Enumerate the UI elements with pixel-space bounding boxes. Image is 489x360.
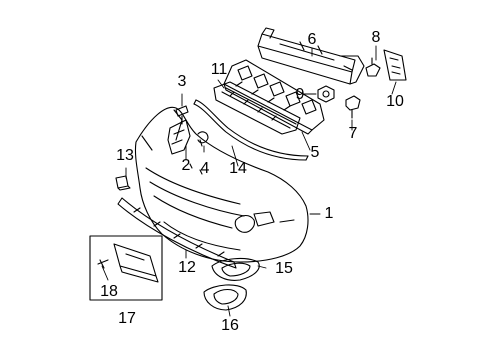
plate-bracket bbox=[113, 243, 159, 283]
bumper-cover bbox=[134, 106, 309, 263]
callout-12: 12 bbox=[178, 259, 196, 276]
energy-absorber bbox=[223, 59, 325, 135]
retainer bbox=[115, 175, 131, 191]
callout-18: 18 bbox=[100, 283, 118, 300]
screw bbox=[175, 105, 189, 125]
callout-9: 9 bbox=[295, 86, 305, 103]
upper-grille bbox=[213, 81, 301, 135]
kit-inset-box bbox=[89, 235, 163, 301]
plate-bracket-screw bbox=[97, 259, 109, 269]
leader-lines bbox=[101, 45, 397, 317]
callout-3: 3 bbox=[177, 73, 187, 90]
callout-4: 4 bbox=[200, 160, 210, 177]
bolt bbox=[345, 95, 361, 119]
callout-11: 11 bbox=[210, 61, 228, 78]
mount-bracket bbox=[383, 49, 407, 81]
callout-5: 5 bbox=[310, 144, 320, 161]
callout-17: 17 bbox=[118, 310, 136, 327]
side-bracket bbox=[167, 119, 191, 155]
lower-air-dam bbox=[117, 197, 237, 269]
callout-8: 8 bbox=[371, 29, 381, 46]
fog-lamp-bezel-lower bbox=[203, 284, 247, 311]
reinforcement-bar bbox=[257, 27, 365, 85]
callout-2: 2 bbox=[181, 157, 191, 174]
nut bbox=[317, 85, 335, 103]
clip bbox=[197, 131, 209, 147]
molding-strip bbox=[193, 99, 309, 161]
callout-13: 13 bbox=[116, 147, 134, 164]
callout-16: 16 bbox=[221, 317, 239, 334]
callout-6: 6 bbox=[307, 31, 317, 48]
callout-10: 10 bbox=[386, 93, 404, 110]
stud-bolt bbox=[365, 57, 381, 77]
callout-1: 1 bbox=[324, 205, 334, 222]
callout-14: 14 bbox=[229, 160, 247, 177]
callout-15: 15 bbox=[275, 260, 293, 277]
fog-lamp-bezel bbox=[211, 257, 260, 281]
callout-7: 7 bbox=[348, 125, 358, 142]
